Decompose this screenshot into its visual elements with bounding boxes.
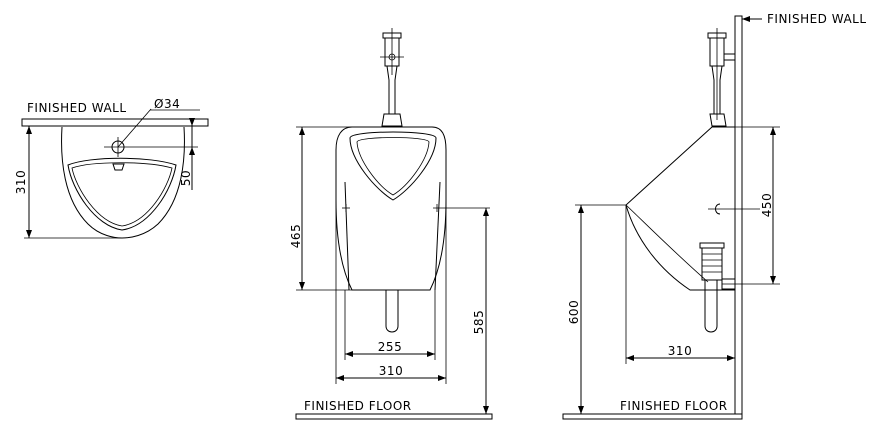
front-view-valve-circle	[388, 53, 396, 61]
front-view-spud	[381, 113, 403, 127]
front-view-inner-right	[434, 181, 441, 291]
side-view-valve-inlet	[723, 53, 736, 61]
front-view-trap	[385, 290, 399, 333]
front-view-rim	[349, 131, 437, 201]
top-view-offset-dim: 50	[179, 170, 193, 186]
front-view-outer-width-dim: 310	[379, 364, 403, 378]
top-view: FINISHED WALL Ø34 310 50	[14, 97, 209, 239]
side-view-finished-wall-label: FINISHED WALL	[767, 12, 867, 26]
top-view-diameter-leader	[117, 108, 152, 148]
side-view-body	[625, 126, 735, 291]
front-view-height-dim: 465	[289, 224, 303, 248]
top-view-finished-wall-label: FINISHED WALL	[27, 101, 127, 115]
side-view-projection-dim: 310	[668, 344, 692, 358]
top-view-outlet	[112, 163, 125, 171]
side-view-trap-leg	[704, 280, 718, 333]
side-view-body-inner	[625, 204, 709, 283]
side-view-spud	[709, 113, 727, 127]
side-view-finished-floor-label: FINISHED FLOOR	[620, 399, 728, 413]
front-view-body	[335, 126, 447, 291]
top-view-depth-dim: 310	[14, 170, 28, 194]
top-view-wall	[21, 118, 209, 127]
front-view: 465 585 255 310 FINISHED FLOOR	[289, 28, 493, 420]
front-view-inlet-dim: 585	[472, 310, 486, 334]
front-view-inner-width-dim: 255	[378, 340, 402, 354]
side-view: FINISHED WALL 450 600 310 FI	[562, 12, 867, 420]
front-view-inner-left	[344, 181, 350, 291]
side-view-rim-dim: 600	[567, 300, 581, 324]
side-view-floor	[562, 413, 743, 420]
front-view-floor	[295, 413, 493, 420]
front-view-rim-inner	[356, 137, 430, 196]
side-view-spacing-dim: 450	[760, 193, 774, 217]
side-view-wall	[734, 15, 743, 420]
side-view-trap-top	[699, 242, 725, 249]
side-view-trap-body	[701, 247, 723, 281]
front-view-finished-floor-label: FINISHED FLOOR	[304, 399, 412, 413]
top-view-bowl-rim	[67, 157, 177, 231]
top-view-diameter-label: Ø34	[154, 97, 180, 111]
top-view-bowl-inner	[71, 162, 173, 227]
